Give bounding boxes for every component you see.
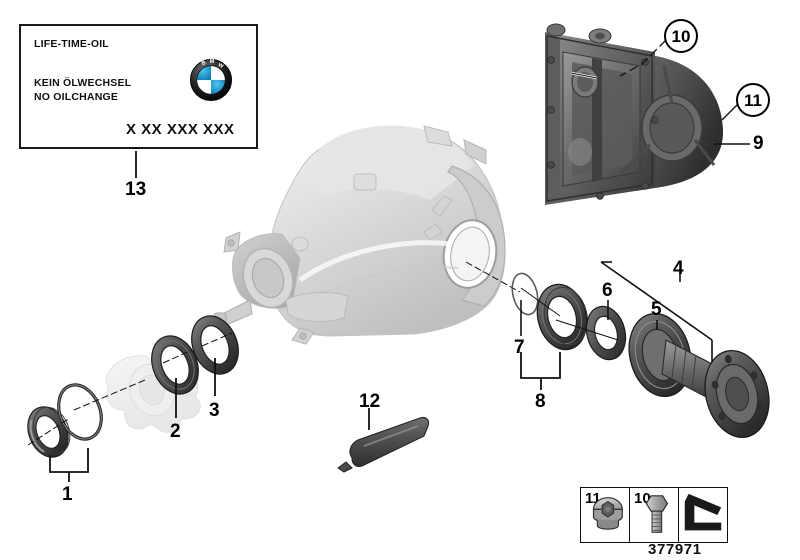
callout-5-output-flange: 5: [651, 299, 662, 320]
callout-8-seal-set: 8: [535, 391, 546, 412]
part-6-shim-ring-artwork: [585, 305, 627, 361]
life-time-oil-label: LIFE-TIME-OIL KEIN ÖLWECHSEL NO OILCHANG…: [19, 24, 258, 149]
label-english-line: NO OILCHANGE: [34, 91, 119, 103]
leader-lines-right: [520, 261, 713, 390]
bmw-roundel-icon: B M W: [190, 59, 232, 101]
callout-4-output-shaft-assembly: 4: [673, 258, 684, 279]
hex-bolt-icon: [645, 495, 669, 533]
label-part-code: X XX XXX XXX: [126, 121, 235, 138]
callout-1-shaft-seal-set: 1: [62, 484, 73, 505]
callout-11-drain-plug: 11: [736, 83, 770, 117]
callout-10-hex-bolt: 10: [664, 19, 698, 53]
callout-6-shim-ring: 6: [602, 280, 613, 301]
legend-box: 11 10: [580, 487, 728, 543]
callout-12-sealing-compound: 12: [359, 391, 381, 412]
callout-2-shaft-seal: 2: [170, 421, 181, 442]
diagram-number: 377971: [648, 541, 702, 558]
label-german-line: KEIN ÖLWECHSEL: [34, 77, 132, 89]
part-4-output-shaft-artwork: [628, 312, 770, 438]
callout-13-oil-label: 13: [125, 179, 147, 200]
differential-housing-artwork: [213, 125, 506, 345]
callout-7-o-ring: 7: [514, 337, 525, 358]
callout-9-cover: 9: [753, 133, 764, 154]
callout-3-shim-ring: 3: [209, 400, 220, 421]
svg-text:B: B: [201, 60, 207, 67]
part-3-shim-ring-artwork: [191, 315, 239, 375]
arrow-chevron-icon: [684, 493, 722, 531]
legend-cell-arrow: [679, 488, 727, 542]
part-1-ring-artwork: [57, 383, 103, 441]
legend-cell-11-drain-plug: 11: [581, 488, 630, 542]
leader-line-10: [619, 39, 667, 77]
differential-cover-artwork: [545, 23, 724, 205]
leader-lines-left: [27, 332, 233, 482]
svg-text:M: M: [210, 59, 215, 65]
part-12-sealant-tube-artwork: [337, 408, 430, 473]
part-8-seal-artwork: [536, 283, 588, 351]
drain-plug-icon: [592, 497, 623, 530]
legend-cell-10-hex-bolt: 10: [630, 488, 679, 542]
svg-text:W: W: [217, 62, 225, 70]
part-2-shaft-seal-artwork: [151, 335, 199, 395]
label-title: LIFE-TIME-OIL: [34, 38, 109, 50]
leader-line-housing-bore: [465, 261, 521, 293]
part-7-o-ring-artwork: [511, 272, 539, 316]
